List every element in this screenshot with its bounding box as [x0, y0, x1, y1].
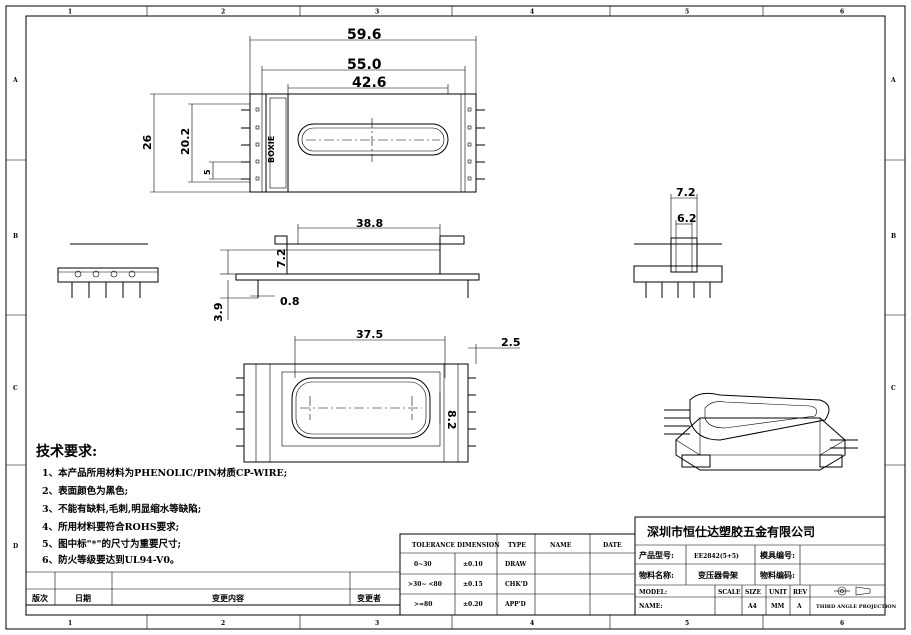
grid-col-3-bottom: 3	[375, 620, 379, 627]
grid-row-a-left: A	[12, 77, 18, 84]
unit-label: UNIT	[769, 589, 788, 596]
grid-col-4-top: 4	[530, 9, 534, 16]
dim-bottom-slot: 2.5	[501, 336, 521, 349]
dim-side-width-outer: 7.2	[676, 186, 696, 199]
note-6: 6、防火等级要达到UL94-V0。	[42, 554, 180, 566]
rev-value: A	[796, 603, 802, 610]
title-block	[634, 516, 886, 616]
grid-ticks	[6, 6, 905, 629]
grid-col-1-bottom: 1	[68, 620, 72, 627]
tol-type-2: CHK'D	[505, 581, 528, 588]
grid-col-2-top: 2	[221, 9, 225, 16]
tol-header-dim: TOLERANCE DIMENSION	[412, 542, 500, 549]
mold-label: 模具编号:	[760, 550, 795, 560]
tol-type-1: DRAW	[505, 561, 527, 568]
dim-top-height-outer: 26	[141, 134, 154, 150]
outer-border	[5, 5, 906, 630]
dim-top-pin-pitch: 5	[203, 169, 212, 175]
rev-label: REV	[793, 589, 808, 596]
grid-col-3-top: 3	[375, 9, 379, 16]
rev-header-version: 版次	[31, 593, 48, 603]
top-view	[150, 36, 485, 193]
tol-value-3: ±0.20	[463, 601, 483, 608]
note-4: 4、所用材料要符合ROHS要求;	[42, 521, 179, 533]
rev-header-author: 变更者	[357, 593, 381, 603]
model2-label: MODEL:	[639, 589, 667, 596]
dim-side-width-inner: 6.2	[677, 212, 697, 225]
dim-front-width: 38.8	[356, 217, 383, 230]
material-label: 物料编码:	[760, 570, 795, 580]
company-name: 深圳市恒仕达塑胶五金有限公司	[647, 524, 815, 539]
tol-range-2: >30~ <80	[408, 581, 442, 588]
dim-front-height: 7.2	[275, 249, 288, 269]
size-value: A4	[747, 603, 757, 610]
tol-type-3: APP'D	[504, 601, 526, 608]
dim-front-pin-dia: 0.8	[280, 295, 300, 308]
dim-bottom-width: 37.5	[356, 328, 383, 341]
projection-symbol-icon	[834, 586, 871, 596]
grid-row-b-left: B	[13, 233, 18, 240]
projection-label: THIRD ANGLE PROJECTION	[816, 604, 897, 610]
model-label: 产品型号:	[639, 550, 674, 560]
part-value: 变压器骨架	[698, 570, 738, 580]
note-1: 1、本产品所用材料为PHENOLIC/PIN材质CP-WIRE;	[42, 467, 287, 479]
dim-top-width-inner: 42.6	[352, 75, 387, 91]
rev-header-date: 日期	[75, 593, 91, 603]
grid-row-c-right: C	[891, 385, 896, 392]
tol-header-date: DATE	[603, 542, 622, 549]
note-5: 5、图中标"*"的尺寸为重要尺寸;	[42, 538, 181, 550]
grid-col-6-top: 6	[840, 9, 844, 16]
grid-col-5-bottom: 5	[685, 620, 689, 627]
front-view	[220, 224, 480, 320]
dim-top-width-outer: 59.6	[347, 27, 382, 43]
brand-mark: BOXIE	[267, 136, 276, 163]
notes-title: 技术要求:	[36, 443, 97, 460]
grid-col-4-bottom: 4	[530, 620, 534, 627]
name-label: NAME:	[639, 603, 663, 610]
grid-col-5-top: 5	[685, 9, 689, 16]
tol-value-1: ±0.10	[463, 561, 483, 568]
scale-label: SCALE	[718, 589, 741, 596]
grid-row-b-right: B	[891, 233, 896, 240]
note-2: 2、表面颜色为黑色;	[42, 485, 128, 497]
tol-range-3: >=80	[414, 601, 432, 608]
grid-col-6-bottom: 6	[840, 620, 844, 627]
grid-row-a-right: A	[890, 77, 896, 84]
grid-row-c-left: C	[13, 385, 18, 392]
part-label: 物料名称:	[639, 570, 674, 580]
tol-range-1: 0~30	[414, 561, 432, 568]
left-side-view	[57, 243, 159, 298]
rev-header-content: 变更内容	[212, 593, 244, 603]
grid-row-d-left: D	[13, 543, 18, 550]
bottom-view	[236, 336, 520, 463]
tol-header-type: TYPE	[508, 542, 526, 549]
right-side-view	[633, 194, 723, 298]
tol-header-name: NAME	[550, 542, 572, 549]
unit-value: MM	[771, 603, 785, 610]
grid-col-1-top: 1	[68, 9, 72, 16]
dim-top-width-mid: 55.0	[347, 57, 382, 73]
dim-top-height-inner: 20.2	[179, 128, 192, 155]
revision-table	[26, 571, 400, 606]
isometric-view	[664, 392, 858, 471]
dim-front-pin-len: 3.9	[212, 303, 225, 323]
tol-value-2: ±0.15	[463, 581, 483, 588]
note-3: 3、不能有缺料,毛刺,明显缩水等缺陷;	[42, 503, 201, 515]
dim-bottom-height: 8.2	[445, 410, 458, 430]
model-value: EE2842(5+5)	[694, 553, 739, 560]
size-label: SIZE	[745, 589, 762, 596]
grid-col-2-bottom: 2	[221, 620, 225, 627]
